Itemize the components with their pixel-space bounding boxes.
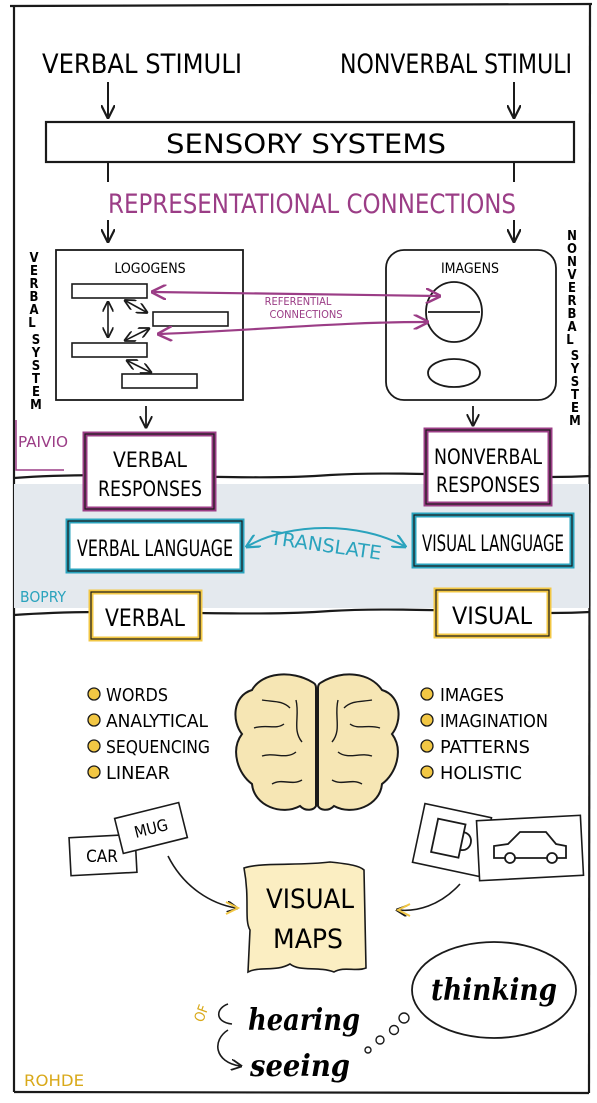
verbal-responses-label-1: VERBAL bbox=[113, 448, 187, 472]
nonverbal-responses-label-1: NONVERBAL bbox=[434, 445, 542, 469]
visual-language-label: VISUAL LANGUAGE bbox=[422, 532, 564, 557]
representational-connections-label: REPRESENTATIONAL CONNECTIONS bbox=[108, 189, 516, 220]
brain-icon bbox=[234, 673, 400, 811]
logogen-units bbox=[71, 283, 229, 389]
car-picture-note bbox=[475, 814, 585, 882]
right-list-item: HOLISTIC bbox=[440, 763, 522, 784]
brain-folds bbox=[253, 699, 381, 785]
of-label: OF bbox=[192, 1003, 213, 1025]
arrow-words-to-maps bbox=[167, 855, 236, 908]
mug-note bbox=[113, 801, 189, 855]
arrow-pictures-to-maps bbox=[398, 883, 461, 910]
hearing-label: hearing bbox=[248, 1003, 360, 1038]
sensory-systems-label: SENSORY SYSTEMS bbox=[166, 129, 446, 160]
rohde-author: ROHDE bbox=[24, 1071, 84, 1090]
referential-label-1: REFERENTIAL bbox=[265, 295, 332, 308]
mug-icon bbox=[429, 817, 472, 859]
seeing-label: seeing bbox=[249, 1049, 350, 1084]
thinking-bubble bbox=[411, 941, 577, 1039]
left-list-item: WORDS bbox=[106, 685, 168, 706]
thinking-label: thinking bbox=[431, 973, 557, 1008]
car-label: CAR bbox=[86, 847, 118, 867]
left-list-item: LINEAR bbox=[106, 763, 170, 784]
visual-maps-label-2: MAPS bbox=[273, 924, 343, 955]
verbal-stimuli-label: VERBAL STIMULI bbox=[42, 49, 242, 80]
paivio-bracket bbox=[15, 420, 64, 471]
left-list-bullets bbox=[87, 687, 101, 779]
branch-arrows bbox=[217, 1003, 240, 1066]
thought-bubbles bbox=[364, 1012, 410, 1054]
car-note bbox=[68, 833, 138, 877]
sensory-systems-box bbox=[44, 120, 576, 164]
visual-maps-paper bbox=[243, 861, 367, 974]
verbal-language-label: VERBAL LANGUAGE bbox=[77, 537, 233, 562]
right-list-bullets bbox=[420, 687, 434, 779]
right-list-item: IMAGES bbox=[440, 685, 504, 706]
bopry-author: BOPRY bbox=[20, 588, 67, 606]
visual-label: VISUAL bbox=[452, 602, 532, 630]
left-list-item: ANALYTICAL bbox=[106, 711, 208, 732]
referential-label-2: CONNECTIONS bbox=[269, 308, 342, 321]
right-list-item: PATTERNS bbox=[440, 737, 530, 758]
verbal-label: VERBAL bbox=[105, 604, 185, 632]
left-list-item: SEQUENCING bbox=[106, 737, 210, 758]
imagens-label: IMAGENS bbox=[441, 261, 499, 277]
right-list-item: IMAGINATION bbox=[440, 711, 548, 732]
imagen-units bbox=[425, 281, 483, 388]
nonverbal-stimuli-label: NONVERBAL STIMULI bbox=[340, 49, 572, 80]
car-icon bbox=[493, 831, 567, 864]
nonverbal-responses-label-2: RESPONSES bbox=[436, 473, 540, 497]
visual-maps-label-1: VISUAL bbox=[266, 884, 354, 915]
verbal-responses-label-2: RESPONSES bbox=[98, 477, 202, 501]
paivio-author: PAIVIO bbox=[18, 433, 68, 451]
referential-arrows bbox=[154, 292, 438, 334]
translate-arrow bbox=[248, 527, 404, 546]
logogens-label: LOGOGENS bbox=[114, 261, 185, 277]
